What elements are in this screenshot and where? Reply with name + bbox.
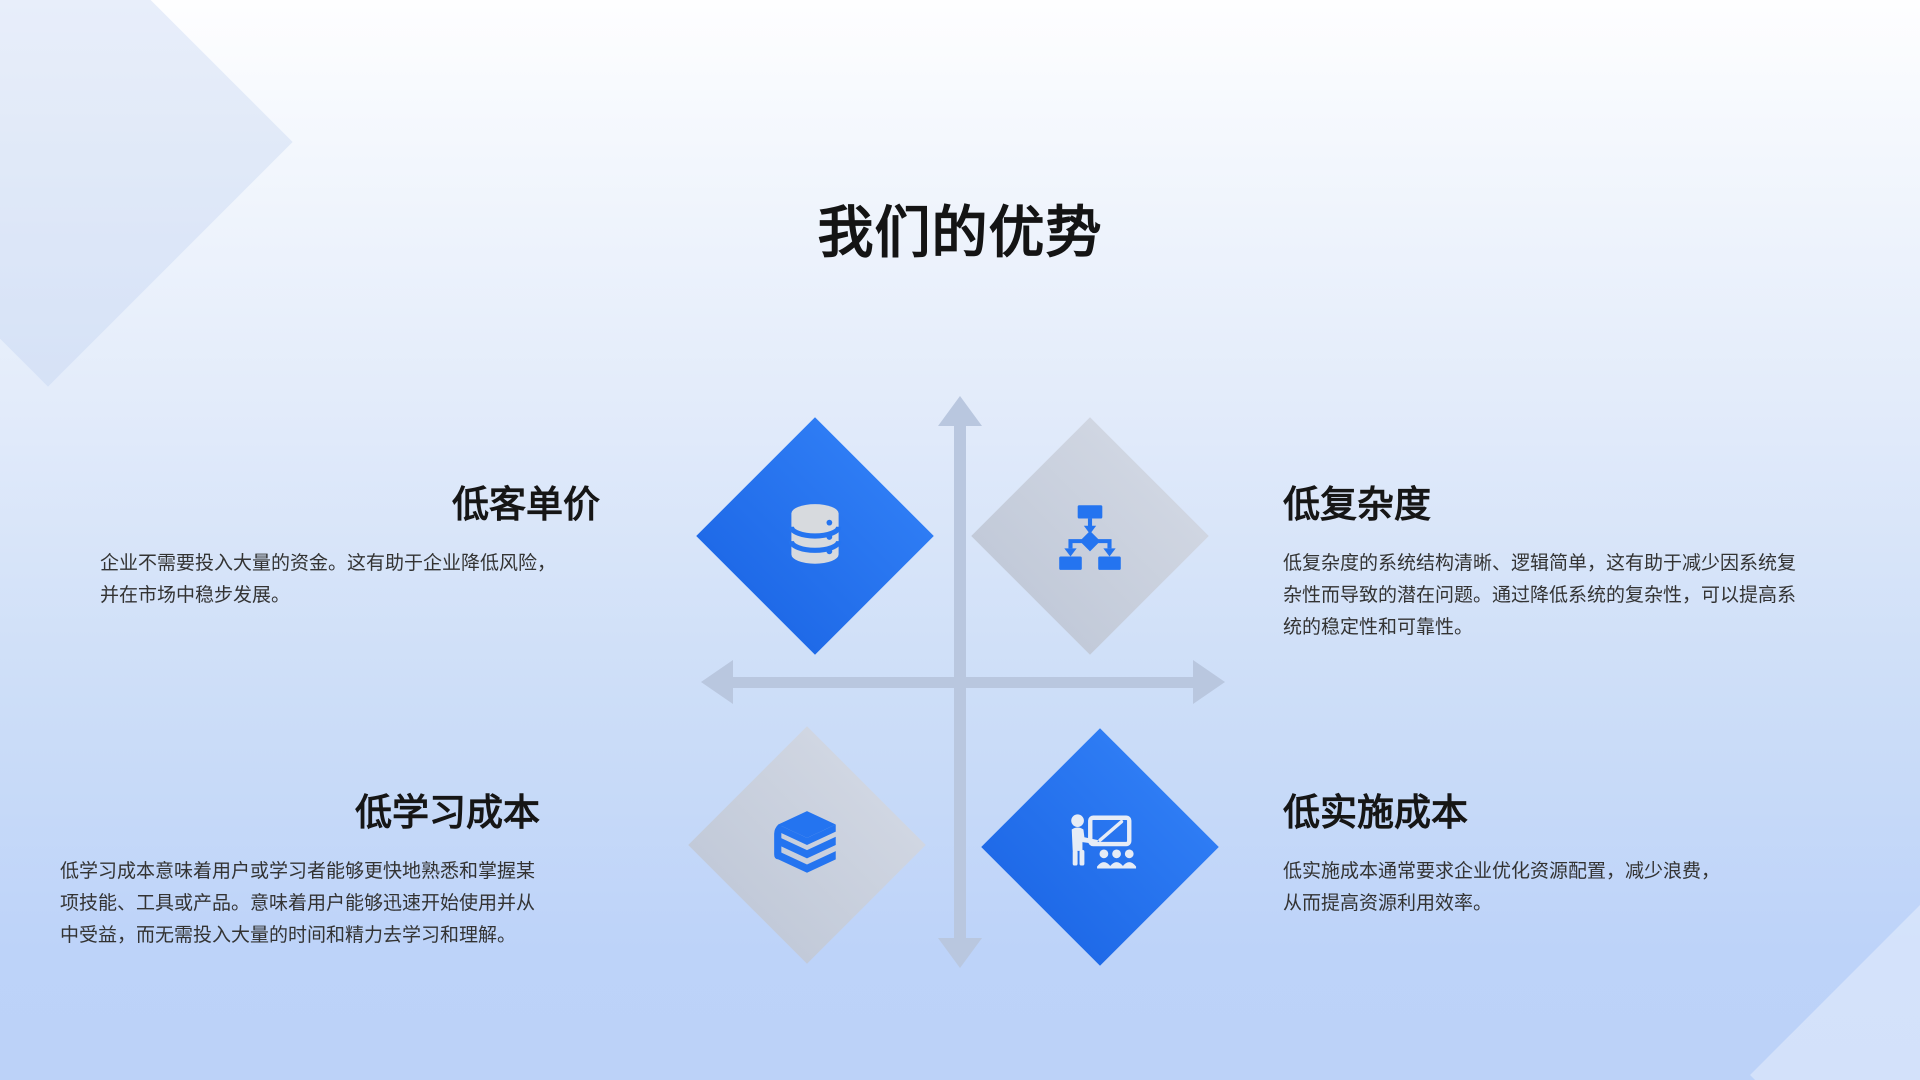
axis-arrow-up-icon [938, 396, 982, 426]
diamond-low-complexity [971, 417, 1209, 655]
diamond-low-unit-price [696, 417, 934, 655]
quadrant-top-left: 低客单价 企业不需要投入大量的资金。这有助于企业降低风险， 并在市场中稳步发展。 [100, 482, 600, 612]
flowchart-icon [1006, 452, 1174, 620]
quadrant-top-right: 低复杂度 低复杂度的系统结构清晰、逻辑简单，这有助于减少因系统复 杂性而导致的潜… [1283, 482, 1813, 644]
quadrant-body-line: 低学习成本意味着用户或学习者能够更快地熟悉和掌握某 [60, 861, 536, 882]
quadrant-heading: 低学习成本 [355, 792, 540, 833]
quadrant-body-line: 项技能、工具或产品。意味着用户能够迅速开始使用并从 [60, 893, 536, 914]
quadrant-body-line: 中受益，而无需投入大量的时间和精力去学习和理解。 [60, 925, 517, 946]
quadrant-body-line: 统的稳定性和可靠性。 [1283, 617, 1474, 638]
quadrant-body-line: 企业不需要投入大量的资金。这有助于企业降低风险， [100, 553, 557, 574]
quadrant-body-line: 低复杂度的系统结构清晰、逻辑简单，这有助于减少因系统复 [1283, 553, 1797, 574]
quadrant-body-line: 从而提高资源利用效率。 [1283, 893, 1493, 914]
axis-arrow-left-icon [701, 660, 733, 704]
quadrant-body: 低实施成本通常要求企业优化资源配置，减少浪费， 从而提高资源利用效率。 [1283, 856, 1813, 920]
quadrant-bottom-right: 低实施成本 低实施成本通常要求企业优化资源配置，减少浪费， 从而提高资源利用效率… [1283, 790, 1813, 920]
database-icon [731, 452, 899, 620]
diamond-low-implementation-cost [981, 728, 1219, 966]
diamond-low-learning-cost [688, 726, 926, 964]
books-icon [723, 761, 891, 929]
quadrant-heading: 低实施成本 [1283, 792, 1468, 833]
quadrant-body: 低学习成本意味着用户或学习者能够更快地熟悉和掌握某 项技能、工具或产品。意味着用… [60, 856, 540, 952]
axis-arrow-down-icon [938, 938, 982, 968]
axis-arrow-right-icon [1193, 660, 1225, 704]
quadrant-heading: 低客单价 [452, 484, 600, 525]
axis-horizontal-line [733, 677, 1193, 688]
quadrant-body: 企业不需要投入大量的资金。这有助于企业降低风险， 并在市场中稳步发展。 [100, 548, 600, 612]
presentation-icon [1016, 763, 1184, 931]
quadrant-bottom-left: 低学习成本 低学习成本意味着用户或学习者能够更快地熟悉和掌握某 项技能、工具或产… [60, 790, 540, 952]
quadrant-body-line: 并在市场中稳步发展。 [100, 585, 291, 606]
page-title: 我们的优势 [817, 201, 1103, 264]
quadrant-body-line: 低实施成本通常要求企业优化资源配置，减少浪费， [1283, 861, 1721, 882]
quadrant-heading: 低复杂度 [1283, 484, 1431, 525]
quadrant-body-line: 杂性而导致的潜在问题。通过降低系统的复杂性，可以提高系 [1283, 585, 1797, 606]
quadrant-body: 低复杂度的系统结构清晰、逻辑简单，这有助于减少因系统复 杂性而导致的潜在问题。通… [1283, 548, 1813, 644]
